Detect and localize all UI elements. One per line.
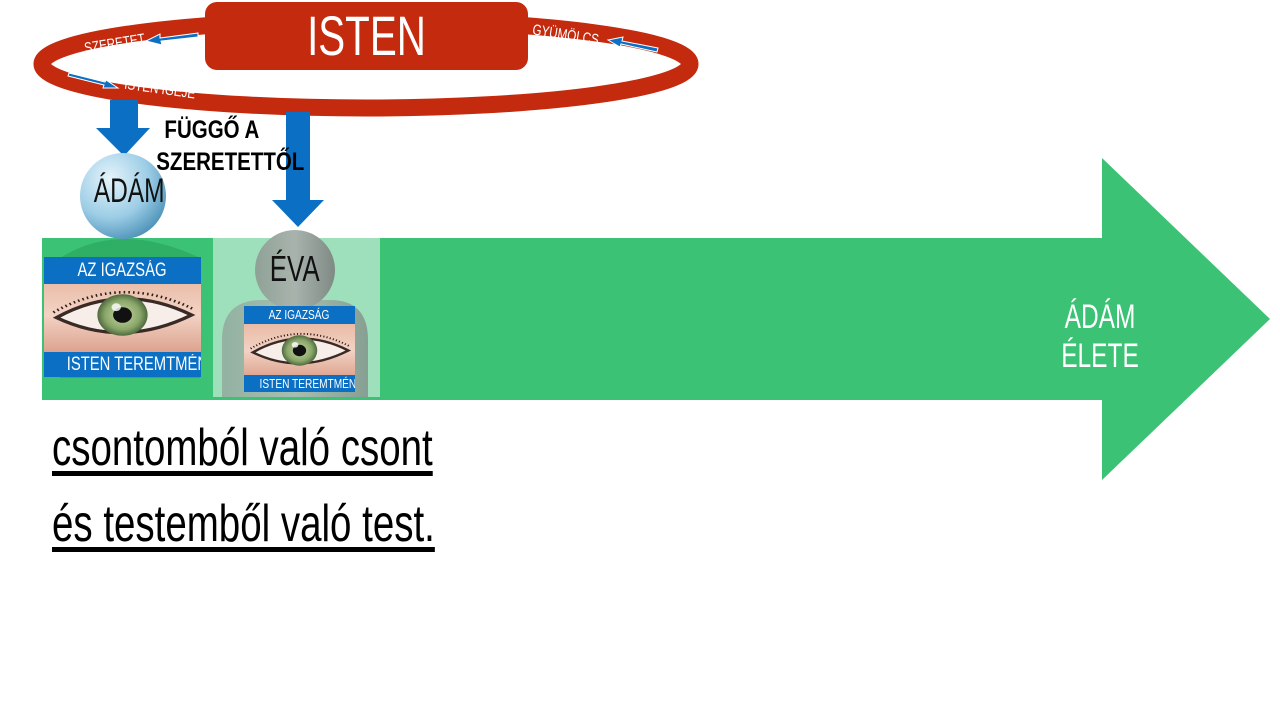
verse-line-2: és testemből való test.: [52, 495, 435, 553]
down-arrow-adam: [96, 100, 150, 156]
eve-head: [255, 230, 335, 310]
timeline-label: ÁDÁM ÉLETE: [1061, 298, 1139, 375]
eve-name: ÉVA: [270, 248, 320, 289]
adam-sphere: [80, 153, 166, 239]
god-title: ISTEN: [307, 4, 426, 67]
eve-eye-image: [242, 320, 357, 381]
ring-arrow-word: [67, 72, 120, 89]
eve-truth-band: AZ IGAZSÁG: [244, 306, 355, 324]
verse-line-1: csontomból való csont: [52, 419, 433, 477]
down-arrow-eve: [272, 112, 324, 227]
eve-creation-band: ISTEN TEREMTMÉNYE: [244, 375, 355, 392]
adam-creation-band: ISTEN TEREMTMÉNYE: [44, 352, 201, 377]
adam-truth-band: AZ IGAZSÁG: [44, 257, 201, 284]
ring-arrow-love: [144, 32, 199, 46]
adam-name: ÁDÁM: [93, 172, 165, 210]
adam-eye-image: [42, 274, 203, 356]
god-box: [205, 2, 528, 70]
ring-arrow-fruit: [606, 36, 659, 53]
